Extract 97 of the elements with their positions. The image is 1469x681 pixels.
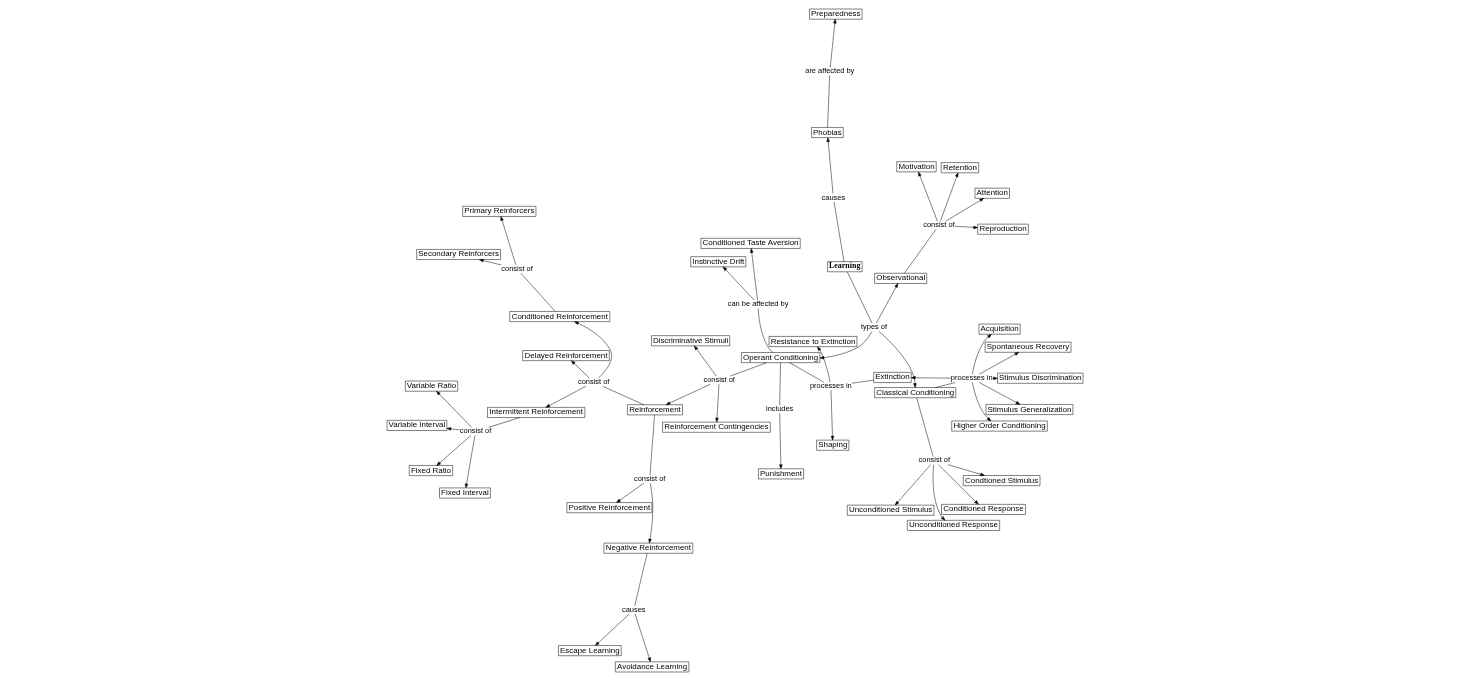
node-box: Primary Reinforcers bbox=[461, 206, 536, 217]
connector bbox=[934, 382, 956, 388]
arrow bbox=[875, 283, 898, 324]
arrow bbox=[945, 198, 984, 222]
node-box: Conditioned Taste Aversion bbox=[700, 238, 800, 249]
arrow bbox=[937, 464, 979, 505]
node-box: Operant Conditioning bbox=[740, 352, 820, 363]
arrow bbox=[939, 172, 958, 222]
arrow bbox=[478, 258, 501, 266]
node-box: Conditioned Reinforcement bbox=[509, 311, 610, 322]
arrow bbox=[894, 464, 931, 506]
node-box: Escape Learning bbox=[557, 645, 621, 656]
arrow bbox=[545, 386, 586, 408]
arrow bbox=[826, 137, 833, 194]
node-box: Preparedness bbox=[808, 8, 862, 20]
node-text: consist of bbox=[703, 375, 735, 385]
arrow bbox=[830, 390, 834, 441]
node-box: Negative Reinforcement bbox=[603, 542, 693, 554]
arrow bbox=[573, 321, 612, 379]
node-box: Variable Interval bbox=[386, 420, 447, 431]
node-text: consist of bbox=[500, 263, 533, 273]
arrow bbox=[978, 382, 1020, 405]
node-box: Motivation bbox=[896, 161, 936, 173]
node-box: Reproduction bbox=[976, 223, 1029, 235]
arrow bbox=[819, 331, 872, 360]
arrow bbox=[634, 613, 651, 663]
arrow bbox=[816, 346, 830, 383]
node-box: Fixed Ratio bbox=[408, 465, 453, 476]
node-text: are affected by bbox=[804, 66, 854, 76]
node-box: Avoidance Learning bbox=[614, 661, 689, 673]
arrow bbox=[722, 266, 754, 301]
node-box: Secondary Reinforcers bbox=[415, 249, 501, 260]
arrow bbox=[500, 216, 516, 266]
node-text: causes bbox=[621, 604, 646, 614]
node-text: processes in bbox=[809, 381, 852, 391]
arrow bbox=[570, 360, 590, 379]
node-box: Instinctive Drift bbox=[690, 256, 746, 268]
node-text: includes bbox=[765, 403, 793, 413]
arrow bbox=[464, 435, 475, 489]
arrow bbox=[917, 171, 938, 222]
node-box: Reinforcement bbox=[626, 404, 683, 416]
node-box: Punishment bbox=[757, 468, 804, 480]
arrow bbox=[436, 435, 471, 466]
node-box: Variable Ratio bbox=[404, 380, 458, 392]
arrow bbox=[878, 331, 917, 388]
arrow bbox=[971, 382, 991, 422]
node-box: Shaping bbox=[815, 439, 849, 451]
node-box: Conditioned Response bbox=[940, 504, 1026, 515]
node-box: Extinction bbox=[872, 372, 911, 383]
node-box: Observational bbox=[873, 273, 927, 284]
node-box: Acquisition bbox=[978, 323, 1020, 335]
node-text: can be affected by bbox=[727, 299, 788, 309]
node-text: consist of bbox=[633, 473, 665, 483]
node-box: Higher Order Conditioning bbox=[950, 420, 1048, 432]
node-box: Classical Conditioning bbox=[873, 387, 956, 398]
arrow bbox=[932, 464, 945, 521]
node-text: processes in bbox=[950, 373, 993, 383]
arrow bbox=[829, 19, 836, 68]
node-box: Resistance to Extinction bbox=[768, 336, 857, 347]
node-box: Learning bbox=[826, 261, 862, 273]
node-text: causes bbox=[821, 192, 845, 202]
node-text: consist of bbox=[577, 377, 609, 387]
node-box: Stimulus Discrimination bbox=[996, 372, 1083, 384]
arrow bbox=[446, 427, 460, 431]
node-box: Attention bbox=[974, 187, 1010, 199]
node-box: Phobias bbox=[810, 127, 843, 138]
connector bbox=[488, 417, 520, 428]
arrow bbox=[910, 376, 951, 380]
node-box: Discriminative Stimuli bbox=[650, 335, 730, 347]
arrow bbox=[693, 345, 716, 377]
node-text: consist of bbox=[459, 426, 491, 436]
arrow bbox=[435, 391, 472, 428]
arrow bbox=[778, 413, 782, 469]
node-box: Condtioned Stimulus bbox=[962, 475, 1040, 486]
arrow bbox=[714, 384, 719, 423]
arrow bbox=[594, 613, 630, 646]
node-box: Unconditioned Response bbox=[906, 520, 1000, 531]
node-box: Spontaneous Recovery bbox=[984, 341, 1071, 353]
arrow bbox=[978, 352, 1019, 375]
node-box: Intermittent Reinforcement bbox=[486, 407, 585, 418]
node-box: Positive Reinforcement bbox=[566, 502, 652, 513]
node-box: Fixed Interval bbox=[438, 487, 491, 499]
arrow bbox=[971, 334, 992, 375]
arrow bbox=[954, 225, 978, 229]
node-box: Delayed Reinforcement bbox=[521, 350, 610, 361]
node-text: types of bbox=[860, 322, 887, 332]
node-text: consist of bbox=[922, 220, 955, 230]
arrow bbox=[749, 248, 758, 301]
node-box: Retention bbox=[940, 162, 979, 174]
arrow bbox=[947, 464, 985, 476]
node-box: Reinforcement Contingencies bbox=[661, 421, 771, 433]
arrow bbox=[647, 483, 653, 544]
node-box: Stimulus Generalization bbox=[985, 404, 1073, 415]
arrow bbox=[615, 483, 644, 503]
node-text: consist of bbox=[918, 455, 950, 465]
node-box: Unconditioned Stimulus bbox=[846, 504, 934, 516]
arrow bbox=[665, 384, 711, 405]
